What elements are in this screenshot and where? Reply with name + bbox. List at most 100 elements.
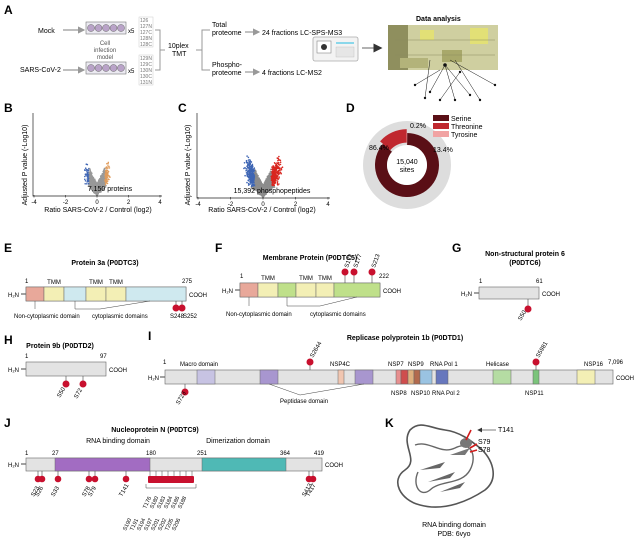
scatter-point: [251, 178, 253, 181]
donut-center-count: 15,040: [396, 159, 418, 166]
panel-f-end: 222: [379, 274, 390, 280]
scatter-point: [249, 172, 252, 174]
nsp7-segment: [395, 369, 402, 385]
mock-label: Mock: [38, 28, 55, 35]
legend-swatch-serine: [433, 115, 449, 121]
panel-h-end: 97: [100, 354, 107, 360]
panel-e-end: 275: [182, 279, 193, 285]
scatter-point: [246, 155, 248, 157]
scatter-point: [248, 163, 250, 166]
scatter-point: [100, 179, 103, 182]
tmm-label-2: TMM: [89, 280, 103, 286]
x5-bottom: x5: [128, 69, 135, 75]
cluster-bracket: [145, 484, 197, 489]
scatter-point: [249, 159, 251, 161]
scatter-point: [108, 167, 111, 169]
scatter-point: [278, 155, 280, 158]
pos-1: 1: [25, 451, 29, 457]
heatmap-network-image: [388, 25, 498, 102]
helicase-segment: [492, 369, 512, 385]
legend-tyrosine: Tyrosine: [451, 132, 478, 139]
scatter-point: [265, 181, 268, 183]
scatter-point: [91, 180, 94, 182]
scatter-point: [253, 184, 256, 187]
scatter-point: [243, 167, 245, 170]
scatter-point: [257, 180, 260, 182]
panel-g-end: 61: [536, 279, 543, 285]
well-strip-mock: [85, 21, 127, 35]
scatter-point: [252, 181, 255, 183]
scatter-point: [89, 176, 91, 179]
site-marker: [172, 304, 180, 312]
site-marker: [532, 358, 540, 366]
tmt-line-2: TMT: [172, 51, 187, 58]
scatter-point: [107, 167, 109, 169]
scatter-point: [102, 177, 105, 179]
x-tick-label: -2: [63, 200, 69, 206]
total-line-1: Total: [212, 22, 227, 29]
scatter-point: [274, 181, 277, 184]
scatter-point: [104, 179, 106, 181]
scatter-point: [106, 169, 108, 172]
tmm-segment-3: [315, 282, 335, 298]
scatter-point: [272, 167, 274, 169]
scatter-point: [279, 168, 281, 170]
x-tick-label: 4: [158, 200, 162, 206]
scatter-point: [86, 163, 89, 166]
scatter-point: [276, 181, 279, 184]
scatter-point: [88, 181, 91, 183]
scatter-point: [278, 169, 281, 172]
scatter-point: [90, 174, 93, 177]
panel-g-n: H₂N: [461, 292, 472, 298]
scatter-point: [89, 179, 92, 182]
nsp16-segment: [576, 369, 596, 385]
scatter-point: [254, 175, 257, 177]
panel-k-label: K: [385, 416, 394, 430]
svg-text:128C: 128C: [140, 42, 152, 48]
panel-e-start: 1: [25, 279, 29, 285]
model-line-2: infection: [94, 48, 116, 54]
scatter-point: [277, 166, 279, 169]
non-cyto-segment: [239, 282, 259, 298]
fractions-total: 24 fractions LC-SPS-MS3: [262, 30, 342, 37]
scatter-point: [90, 178, 93, 181]
scatter-point: [255, 185, 258, 188]
tmm-label-3: TMM: [318, 276, 332, 282]
panel-e-cyto: cytoplasmic domains: [92, 314, 148, 320]
panel-g-start: 1: [479, 279, 483, 285]
scatter-point: [249, 161, 252, 163]
pos-419: 419: [314, 451, 325, 457]
panel-c-label: C: [178, 101, 187, 115]
panel-k: K T141 S79 S78 RNA binding domain PDB: 6…: [385, 416, 514, 538]
k-site-s78: S78: [478, 447, 491, 454]
scatter-point: [249, 183, 252, 185]
scatter-point: [247, 184, 250, 186]
scatter-point: [97, 182, 99, 184]
scatter-point: [277, 158, 280, 161]
site-marker: [341, 268, 349, 276]
site-label-s252: S252: [183, 314, 198, 320]
site-marker: [350, 268, 358, 276]
panel-h-n: H₂N: [8, 368, 19, 374]
scatter-point: [258, 181, 261, 184]
macro-label: Macro domain: [180, 362, 218, 368]
scatter-point: [105, 173, 107, 175]
scatter-point: [269, 179, 271, 181]
scatter-point: [274, 167, 277, 170]
tmt-line-1: 10plex: [168, 43, 189, 50]
scatter-point: [90, 183, 92, 185]
k-caption-1: RNA binding domain: [422, 522, 486, 529]
scatter-point: [261, 184, 264, 187]
scatter-point: [104, 186, 107, 188]
panel-c-count: 15,392 phosphopeptides: [234, 188, 311, 195]
peptidase-segment-1: [259, 369, 279, 385]
scatter-point: [107, 161, 110, 164]
panel-h-title: Protein 9b (P0DTD2): [26, 343, 94, 350]
scatter-point: [89, 169, 91, 172]
scatter-point: [267, 184, 270, 186]
panel-h-c: COOH: [109, 368, 127, 374]
scatter-point: [86, 183, 88, 185]
